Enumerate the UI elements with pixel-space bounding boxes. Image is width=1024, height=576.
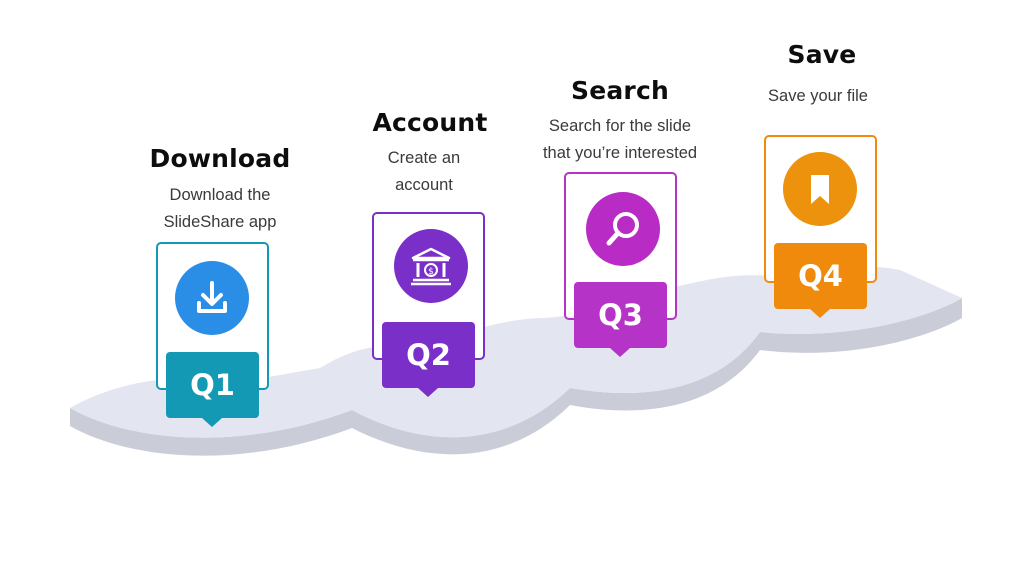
road-top [70,266,962,438]
step-desc-line: Create an [387,149,461,167]
step-desc-account: Create an account [334,145,514,199]
bookmark-icon [783,152,857,226]
step-title-search: Search [571,76,669,105]
step-title-account: Account [372,108,488,137]
badge-pointer [610,348,630,357]
step-desc-line: Search for the slide [548,117,692,135]
step-desc-line: Save your file [768,87,868,105]
road-side [70,298,962,456]
step-desc-line: account [395,176,453,194]
step-desc-line: SlideShare app [163,213,277,231]
badge-q3: Q3 [574,282,667,348]
badge-pointer [418,388,438,397]
step-desc-save: Save your file [728,83,908,110]
download-icon [175,261,249,335]
badge-q4: Q4 [774,243,867,309]
step-title-download: Download [149,144,291,173]
bank-icon: $ [394,229,468,303]
step-title-save: Save [787,40,857,69]
step-desc-line: that you’re interested [542,144,698,162]
svg-text:$: $ [428,267,434,277]
step-desc-download: Download the SlideShare app [130,182,310,236]
step-desc-line: Download the [169,186,271,204]
badge-q1: Q1 [166,352,259,418]
search-icon [586,192,660,266]
badge-q2: Q2 [382,322,475,388]
step-desc-search: Search for the slide that you’re interes… [518,113,722,167]
badge-pointer [810,309,830,318]
badge-pointer [202,418,222,427]
